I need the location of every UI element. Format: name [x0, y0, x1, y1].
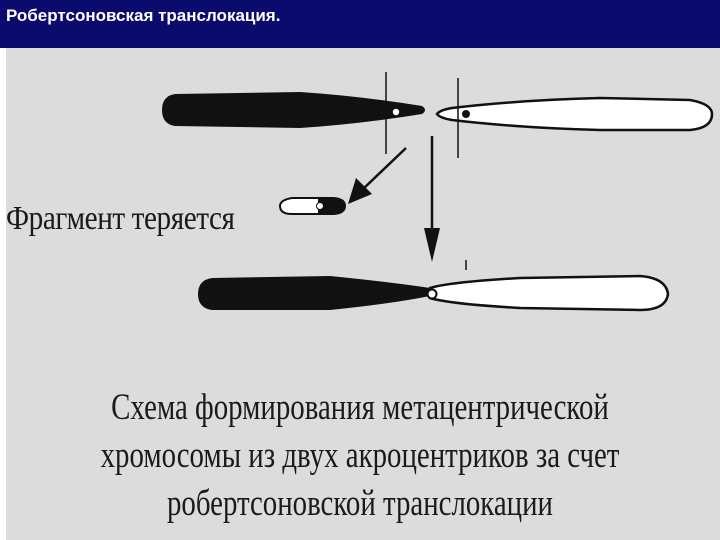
title-bar: Робертсоновская транслокация. [0, 0, 720, 48]
translocation-diagram [162, 72, 714, 312]
centromere-fragment [316, 202, 324, 210]
caption-line-1: Схема формирования метацентрической [111, 387, 609, 428]
chromosome-dark-top [162, 92, 425, 128]
caption-line-2: хромосомы из двух акроцентриков за счет [100, 435, 620, 476]
scan-edge [0, 48, 6, 540]
caption-line-3: робертсоновской транслокации [166, 483, 554, 524]
fragment-arrow-shaft [361, 147, 407, 191]
centromere-top-right [462, 110, 470, 118]
lost-fragment [278, 197, 321, 215]
slide-title: Робертсоновская транслокация. [6, 6, 281, 25]
chromosome-light-top [435, 96, 714, 132]
figure-caption: Схема формирования метацентрической хром… [0, 384, 720, 528]
scanned-figure: Фрагмент теряется Схема формирования мет… [0, 48, 720, 540]
lost-fragment-dark [318, 197, 346, 215]
fusion-arrow-head [424, 228, 440, 262]
fragment-lost-label: Фрагмент теряется [6, 200, 235, 237]
fragment-arrow-head [348, 178, 372, 204]
centromere-metacentric [426, 288, 438, 300]
centromere-top-left [391, 107, 401, 117]
metacentric-light-arm [428, 274, 670, 312]
metacentric-dark-arm [198, 276, 430, 310]
